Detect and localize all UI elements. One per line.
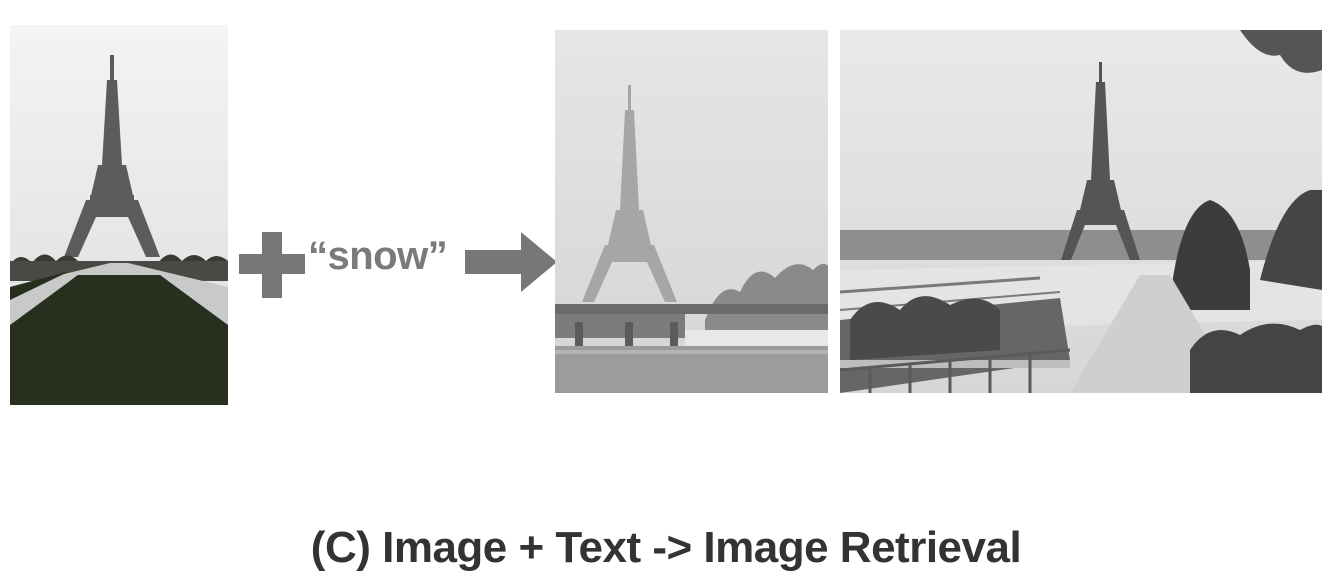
- plus-icon: [239, 232, 305, 298]
- result-image-2: [840, 30, 1322, 393]
- text-query-label: “snow”: [308, 234, 448, 278]
- query-image: [10, 25, 228, 405]
- result-image-1: [555, 30, 828, 393]
- arrow-right-icon: [465, 232, 557, 292]
- figure-caption: (C) Image + Text -> Image Retrieval: [310, 523, 1022, 572]
